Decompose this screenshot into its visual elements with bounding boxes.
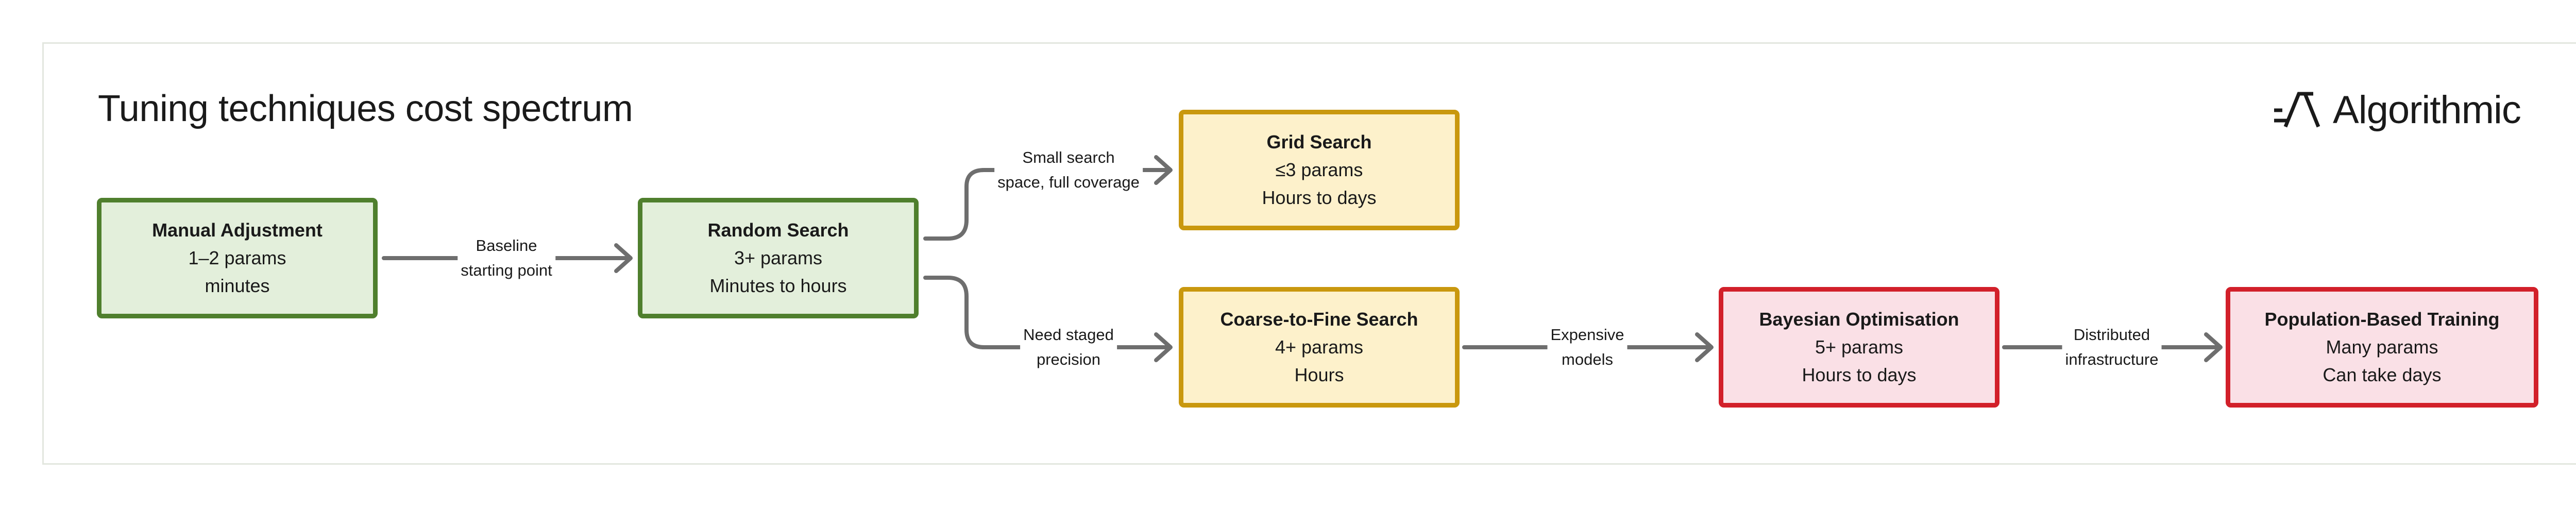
node-duration: Hours to days (1262, 187, 1377, 208)
edge-label-line: starting point (461, 261, 552, 279)
node-params: 5+ params (1815, 336, 1904, 358)
edge-label-random-coarse: Need staged precision (1020, 323, 1117, 372)
node-population-based-training: Population-Based Training Many params Ca… (2226, 287, 2538, 408)
edge-random-coarse (923, 276, 1172, 349)
brand-logo: Algorithmic (2272, 87, 2521, 133)
node-title: Grid Search (1266, 131, 1372, 153)
edge-label-random-grid: Small search space, full coverage (994, 145, 1143, 195)
edge-label-line: Baseline (476, 236, 537, 255)
edge-label-line: Expensive (1550, 326, 1624, 344)
node-params: Many params (2326, 336, 2438, 358)
edge-label-coarse-bayesian: Expensive models (1547, 323, 1628, 372)
node-duration: Hours (1294, 364, 1344, 385)
arrowhead-coarse-bayesian (1695, 332, 1714, 362)
algorithmic-logo-icon (2274, 92, 2320, 128)
arrowhead-random-grid (1154, 155, 1173, 185)
edge-label-bayesian-population: Distributed infrastructure (2062, 323, 2162, 372)
edge-label-line: Need staged (1023, 326, 1114, 344)
edge-label-line: space, full coverage (997, 173, 1140, 191)
edge-label-line: infrastructure (2065, 350, 2159, 368)
node-grid-search: Grid Search ≤3 params Hours to days (1179, 110, 1460, 230)
node-random-search: Random Search 3+ params Minutes to hours (638, 198, 919, 318)
edge-label-line: Distributed (2073, 326, 2150, 344)
node-params: ≤3 params (1275, 159, 1363, 180)
edge-label-line: Small search (1022, 148, 1115, 166)
arrowhead-bayesian-population (2204, 332, 2223, 362)
brand-name: Algorithmic (2333, 88, 2521, 132)
node-duration: Can take days (2323, 364, 2442, 385)
node-title: Random Search (707, 219, 849, 241)
node-title: Population-Based Training (2264, 309, 2500, 330)
node-params: 3+ params (734, 247, 823, 268)
edge-label-manual-random: Baseline starting point (457, 233, 555, 283)
node-title: Coarse-to-Fine Search (1220, 309, 1418, 330)
node-params: 1–2 params (188, 247, 286, 268)
node-coarse-to-fine-search: Coarse-to-Fine Search 4+ params Hours (1179, 287, 1460, 408)
diagram-frame (42, 42, 2576, 465)
edge-label-line: precision (1036, 350, 1101, 368)
edge-label-line: models (1562, 350, 1613, 368)
node-duration: Hours to days (1802, 364, 1917, 385)
node-params: 4+ params (1275, 336, 1364, 358)
node-bayesian-optimisation: Bayesian Optimisation 5+ params Hours to… (1719, 287, 1999, 408)
node-title: Bayesian Optimisation (1759, 309, 1959, 330)
arrowhead-random-coarse (1154, 332, 1173, 362)
edge-random-grid (923, 168, 1172, 241)
node-duration: minutes (205, 275, 270, 296)
node-manual-adjustment: Manual Adjustment 1–2 params minutes (97, 198, 378, 318)
diagram-title: Tuning techniques cost spectrum (98, 88, 633, 129)
node-duration: Minutes to hours (709, 275, 847, 296)
node-title: Manual Adjustment (152, 219, 323, 241)
arrowhead-manual-random (614, 243, 633, 273)
